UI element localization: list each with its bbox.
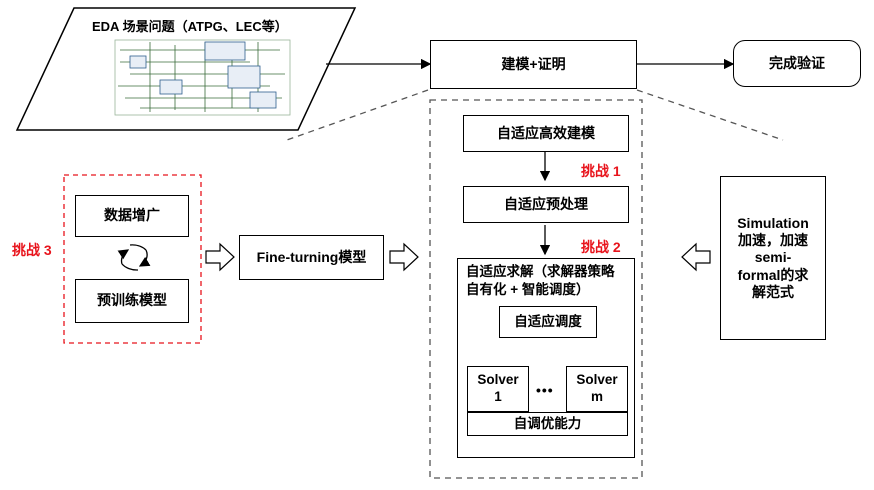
simulation-line2: 加速，加速 [738,232,808,249]
verification-complete-label: 完成验证 [769,54,825,71]
simulation-line3: semi- [754,249,792,266]
finetune-model-label: Fine-turning模型 [256,248,367,265]
adaptive-modeling-box[interactable]: 自适应高效建模 [463,115,629,152]
verification-complete-box[interactable]: 完成验证 [733,40,861,87]
pretrained-model-label: 预训练模型 [97,292,167,309]
hollow-arrow-icon [205,242,711,272]
pretrained-model-box[interactable]: 预训练模型 [75,279,189,323]
simulation-line5: 解范式 [752,283,794,300]
solver-m-line2: m [590,389,603,404]
modeling-proof-box[interactable]: 建模+证明 [430,40,637,89]
solve-title-line1: 自适应求解（求解器策略 [466,264,615,279]
simulation-line1: Simulation [737,215,809,232]
adaptive-preprocess-label: 自适应预处理 [504,195,588,212]
data-augmentation-label: 数据增广 [104,207,160,224]
data-augmentation-box[interactable]: 数据增广 [75,195,189,237]
simulation-box[interactable]: Simulation 加速，加速 semi- formal的求 解范式 [720,176,826,340]
challenge-1-label: 挑战 1 [581,163,621,179]
input-title: EDA 场景问题（ATPG、LEC等） [92,19,288,34]
cycle-arrows-icon [117,244,151,271]
self-tuning-label: 自调优能力 [513,415,582,431]
solver-ellipsis: ••• [536,382,554,398]
adaptive-scheduler-box[interactable]: 自适应调度 [499,306,597,338]
challenge-2-label: 挑战 2 [581,239,621,255]
modeling-proof-label: 建模+证明 [501,55,566,72]
adaptive-modeling-label: 自适应高效建模 [497,124,595,141]
challenge-3-label: 挑战 3 [12,242,52,258]
pipeline-dashed-frame [429,99,643,479]
solver-m-line1: Solver [576,372,618,388]
adaptive-scheduler-label: 自适应调度 [514,313,582,329]
simulation-line4: formal的求 [737,266,809,283]
adaptive-solve-title: 自适应求解（求解器策略 自有化 + 智能调度） [466,263,615,298]
solver-1-line2: 1 [494,389,502,404]
solve-title-line2: 自有化 + 智能调度） [466,281,590,297]
circuit-schematic-image [114,39,291,116]
solver-1-box[interactable]: Solver 1 [467,366,529,412]
solver-m-box[interactable]: Solver m [566,366,628,412]
left-group-red-frame [63,174,202,344]
solver-1-line1: Solver [477,372,519,388]
self-tuning-box[interactable]: 自调优能力 [467,412,628,436]
finetune-model-box[interactable]: Fine-turning模型 [239,235,384,280]
adaptive-preprocess-box[interactable]: 自适应预处理 [463,186,629,223]
